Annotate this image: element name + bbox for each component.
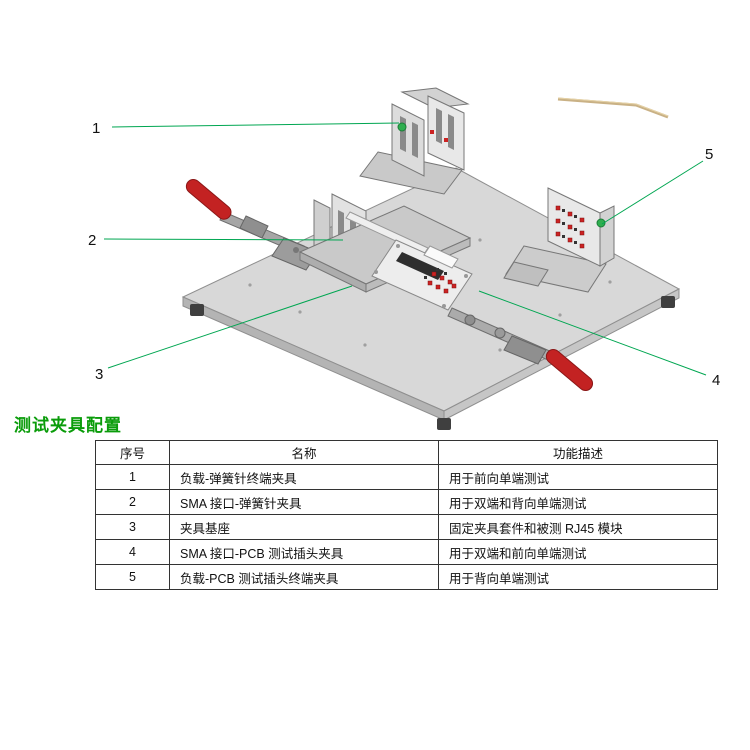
cell-index: 1 [95, 464, 170, 490]
cell-name: 负载-PCB 测试插头终端夹具 [169, 564, 439, 590]
fixture-1-load-pogo-terminal-clamp [359, 87, 470, 195]
callout-lines [103, 122, 707, 376]
callout-label-5: 5 [705, 146, 713, 163]
cell-desc: 用于前向单端测试 [438, 464, 718, 490]
fixture-config-table: 序号 名称 功能描述 1 负载-弹簧针终端夹具 用于前向单端测试 2 SMA 接… [95, 440, 718, 590]
cell-index: 5 [95, 564, 170, 590]
cell-name: SMA 接口-PCB 测试插头夹具 [169, 539, 439, 565]
cell-desc: 用于双端和前向单端测试 [438, 539, 718, 565]
green-knob [397, 122, 407, 132]
callout-line-1 [111, 122, 400, 128]
cell-desc: 用于背向单端测试 [438, 564, 718, 590]
fixture-diagram: 1 2 3 4 5 [88, 87, 720, 430]
fixture-4-sma-pcb-plug-clamp [371, 239, 473, 311]
table-row: 4 SMA 接口-PCB 测试插头夹具 用于双端和前向单端测试 [95, 539, 718, 565]
callout-line-4 [478, 290, 707, 376]
callout-labels: 1 2 3 4 5 [88, 120, 720, 389]
section-title: 测试夹具配置 [14, 416, 122, 435]
clamp-handle [185, 178, 232, 220]
plate-foot [190, 304, 204, 316]
cell-name: 负载-弹簧针终端夹具 [169, 464, 439, 490]
table-row: 2 SMA 接口-弹簧针夹具 用于双端和背向单端测试 [95, 489, 718, 515]
callout-label-1: 1 [92, 120, 100, 137]
header-desc: 功能描述 [438, 440, 718, 465]
cell-desc: 用于双端和背向单端测试 [438, 489, 718, 515]
callout-label-2: 2 [88, 232, 96, 249]
diagram-svg: 1 2 3 4 5 [88, 87, 720, 430]
cell-name: SMA 接口-弹簧针夹具 [169, 489, 439, 515]
table-row: 3 夹具基座 固定夹具套件和被测 RJ45 模块 [95, 514, 718, 540]
toggle-clamp-right [447, 307, 594, 391]
callout-line-2 [103, 238, 344, 241]
cell-desc: 固定夹具套件和被测 RJ45 模块 [438, 514, 718, 540]
green-knob [596, 218, 606, 228]
cell-name: 夹具基座 [169, 514, 439, 540]
table-row: 5 负载-PCB 测试插头终端夹具 用于背向单端测试 [95, 564, 718, 590]
plate-foot [661, 296, 675, 308]
cell-index: 3 [95, 514, 170, 540]
cell-index: 2 [95, 489, 170, 515]
clamp-handle [545, 348, 594, 391]
header-index: 序号 [95, 440, 170, 465]
header-name: 名称 [169, 440, 439, 465]
table-header-row: 序号 名称 功能描述 [95, 440, 718, 465]
plate-foot [437, 418, 451, 430]
callout-label-4: 4 [712, 372, 720, 389]
hex-key-tool [557, 97, 669, 119]
callout-line-3 [107, 285, 353, 369]
callout-line-5 [601, 160, 704, 225]
fixture-5-load-pcb-terminal-clamp [503, 187, 615, 293]
table-row: 1 负载-弹簧针终端夹具 用于前向单端测试 [95, 464, 718, 490]
cell-index: 4 [95, 539, 170, 565]
callout-label-3: 3 [95, 366, 103, 383]
